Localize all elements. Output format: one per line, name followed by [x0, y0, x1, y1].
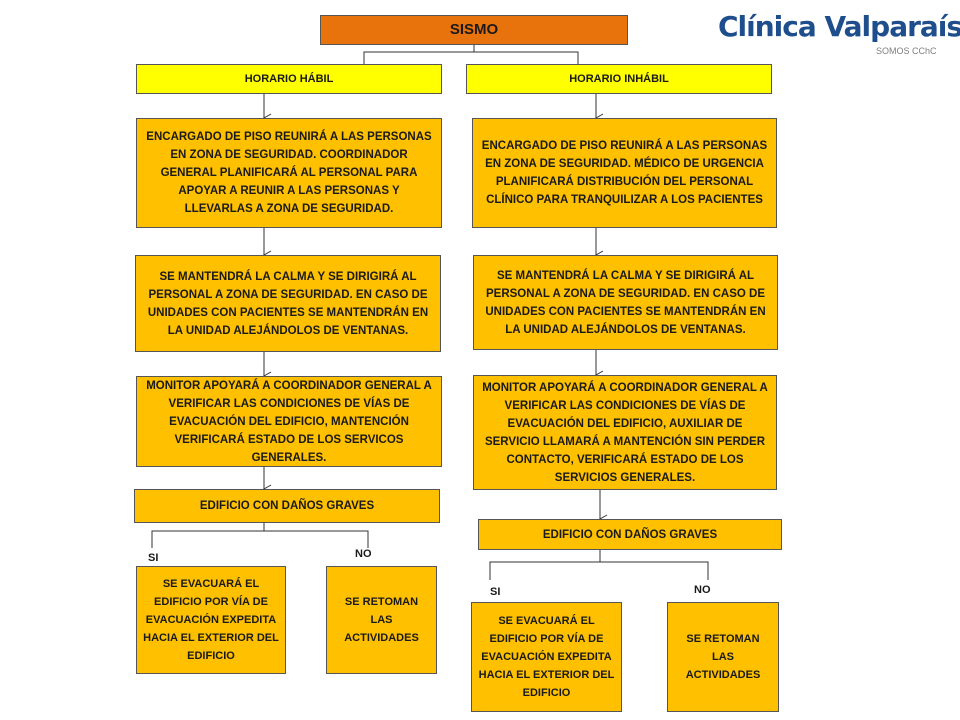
right-no-action: SE RETOMAN LAS ACTIVIDADES [667, 602, 779, 712]
right-yes-action: SE EVACUARÁ EL EDIFICIO POR VÍA DE EVACU… [471, 602, 622, 712]
left-yes-label: SI [148, 552, 159, 564]
right-yes-label: SI [490, 586, 501, 598]
header-horario-habil: HORARIO HÁBIL [136, 64, 442, 94]
logo-text: Clínica Valparaíso [718, 10, 960, 43]
left-yes-action: SE EVACUARÁ EL EDIFICIO POR VÍA DE EVACU… [136, 566, 286, 674]
right-no-label: NO [694, 584, 711, 596]
clinica-valparaiso-logo: Clínica Valparaíso SOMOS CChC [718, 10, 960, 60]
left-no-label: NO [355, 548, 372, 560]
left-step-3: MONITOR APOYARÁ A COORDINADOR GENERAL A … [136, 376, 442, 467]
right-decision-edificio-danos-graves: EDIFICIO CON DAÑOS GRAVES [478, 519, 782, 550]
root-sismo: SISMO [320, 15, 628, 45]
right-step-2: SE MANTENDRÁ LA CALMA Y SE DIRIGIRÁ AL P… [473, 255, 778, 350]
right-step-1: ENCARGADO DE PISO REUNIRÁ A LAS PERSONAS… [472, 118, 777, 228]
left-step-1: ENCARGADO DE PISO REUNIRÁ A LAS PERSONAS… [136, 118, 442, 228]
right-step-3: MONITOR APOYARÁ A COORDINADOR GENERAL A … [473, 375, 777, 490]
header-horario-inhabil: HORARIO INHÁBIL [466, 64, 772, 94]
left-no-action: SE RETOMAN LAS ACTIVIDADES [326, 566, 437, 674]
left-decision-edificio-danos-graves: EDIFICIO CON DAÑOS GRAVES [134, 489, 440, 523]
logo-subtitle: SOMOS CChC [876, 46, 937, 56]
left-step-2: SE MANTENDRÁ LA CALMA Y SE DIRIGIRÁ AL P… [135, 255, 441, 352]
